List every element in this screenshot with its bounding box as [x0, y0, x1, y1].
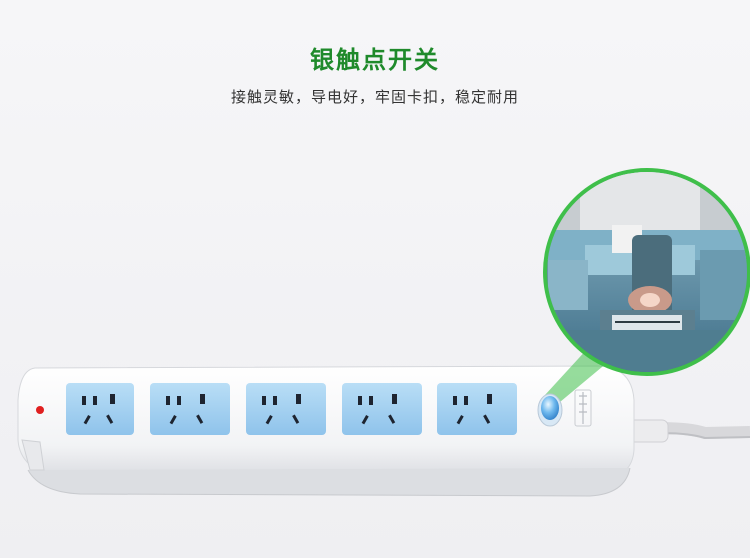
- socket-4: [342, 383, 422, 435]
- wall-mount-hook: [21, 439, 45, 471]
- power-indicator-light: [36, 406, 44, 414]
- power-switch-button[interactable]: [537, 393, 563, 427]
- feature-subtitle: 接触灵敏，导电好，牢固卡扣，稳定耐用: [230, 88, 519, 106]
- socket-5: [437, 383, 517, 435]
- socket-2: [150, 383, 230, 435]
- silver-contact-zoom: [543, 168, 750, 376]
- socket-1: [66, 383, 134, 435]
- brand-logo: [574, 389, 592, 427]
- socket-3: [246, 383, 326, 435]
- page-title: 银触点开关: [310, 46, 440, 74]
